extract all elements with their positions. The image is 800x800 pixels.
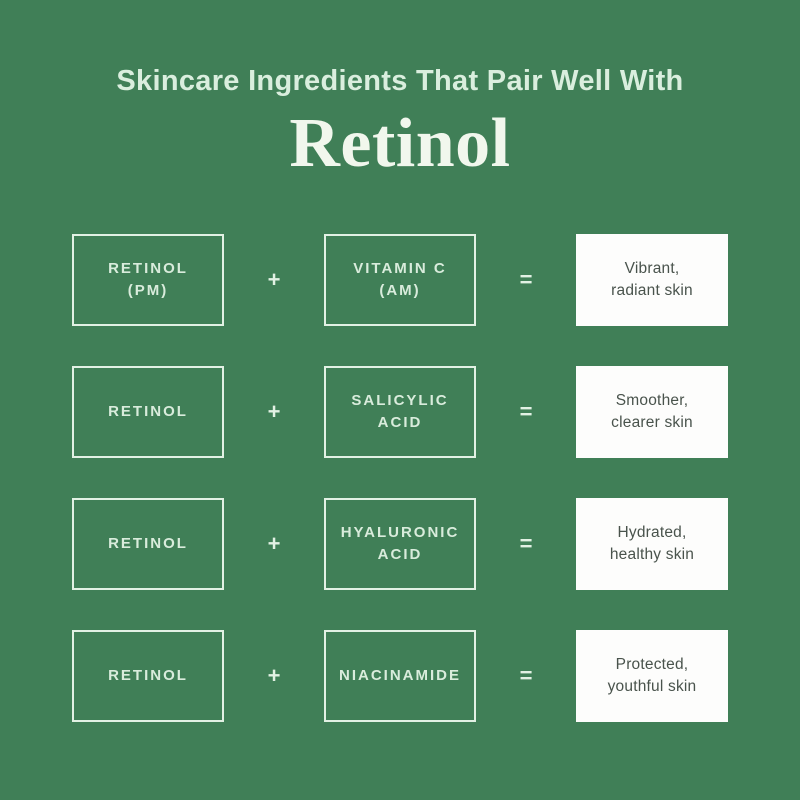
pairing-row-niacinamide: RETINOL + NIACINAMIDE = Protected, youth… [72, 630, 728, 723]
ingredient-box-retinol: RETINOL [72, 498, 224, 591]
plus-operator: + [267, 531, 281, 557]
equals-operator: = [519, 663, 533, 689]
ingredient-box-retinol: RETINOL [72, 366, 224, 459]
result-label: Protected, youthful skin [607, 656, 697, 696]
pairing-row-hyaluronic-acid: RETINOL + HYALURONIC ACID = Hydrated, he… [72, 498, 728, 591]
plus-operator: + [267, 399, 281, 425]
result-label: Smoother, clearer skin [611, 392, 693, 432]
ingredient-box-salicylic-acid: SALICYLIC ACID [324, 366, 476, 459]
result-box: Smoother, clearer skin [576, 366, 728, 459]
ingredient-b-label: VITAMIN C (AM) [353, 260, 447, 300]
plus-operator: + [267, 267, 281, 293]
ingredient-a-label: RETINOL (PM) [108, 260, 188, 300]
ingredient-box-niacinamide: NIACINAMIDE [324, 630, 476, 723]
ingredient-box-hyaluronic-acid: HYALURONIC ACID [324, 498, 476, 591]
header-subtitle: Skincare Ingredients That Pair Well With [116, 65, 684, 97]
pairing-row-salicylic-acid: RETINOL + SALICYLIC ACID = Smoother, cle… [72, 366, 728, 459]
header: Skincare Ingredients That Pair Well With… [0, 0, 800, 180]
ingredient-a-label: RETINOL [108, 535, 188, 553]
result-box: Hydrated, healthy skin [576, 498, 728, 591]
result-box: Vibrant, radiant skin [576, 234, 728, 327]
ingredient-b-label: HYALURONIC ACID [340, 524, 460, 564]
ingredient-a-label: RETINOL [108, 667, 188, 685]
ingredient-a-label: RETINOL [108, 403, 188, 421]
pairing-rows: RETINOL (PM) + VITAMIN C (AM) = Vibrant,… [72, 234, 728, 723]
result-label: Hydrated, healthy skin [609, 524, 695, 564]
main-title: Retinol [289, 104, 511, 182]
equals-operator: = [519, 399, 533, 425]
equals-operator: = [519, 531, 533, 557]
ingredient-b-label: SALICYLIC ACID [351, 392, 449, 432]
result-label: Vibrant, radiant skin [611, 260, 693, 300]
ingredient-box-retinol: RETINOL (PM) [72, 234, 224, 327]
equals-operator: = [519, 267, 533, 293]
plus-operator: + [267, 663, 281, 689]
result-box: Protected, youthful skin [576, 630, 728, 723]
pairing-row-vitamin-c: RETINOL (PM) + VITAMIN C (AM) = Vibrant,… [72, 234, 728, 327]
ingredient-box-retinol: RETINOL [72, 630, 224, 723]
ingredient-b-label: NIACINAMIDE [339, 667, 461, 685]
ingredient-box-vitamin-c: VITAMIN C (AM) [324, 234, 476, 327]
